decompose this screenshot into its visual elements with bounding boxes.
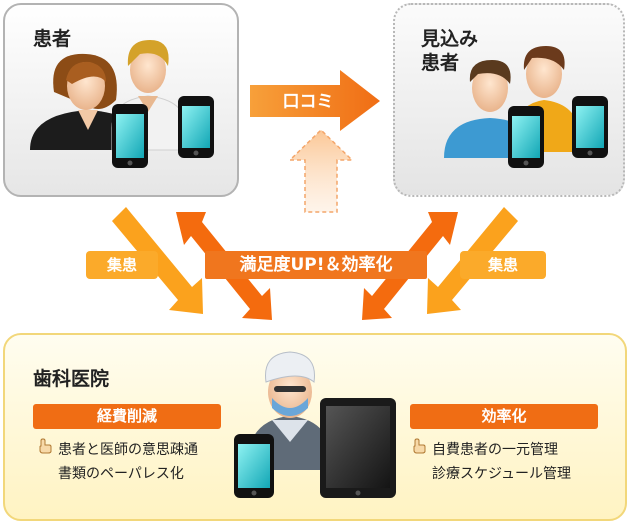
list-item: 書類のペーパレス化 <box>38 438 198 486</box>
attract-label-right: 集患 <box>460 251 546 279</box>
clinic-figures <box>234 351 396 498</box>
upward-dashed-arrow <box>288 128 354 213</box>
clinic-title: 歯科医院 <box>33 368 110 390</box>
tablet-icon <box>320 398 396 498</box>
prospect-figures <box>444 46 608 168</box>
list-item: 診療スケジュール管理 <box>412 438 572 486</box>
smartphone-icon <box>234 434 274 498</box>
prospects-title: 見込み 患者 <box>421 28 479 74</box>
cost-reduction-list: 患者と医師の意思疎通 書類のペーパレス化 <box>38 438 198 486</box>
list-item-text: 診療スケジュール管理 <box>432 466 572 482</box>
list-item: 自費患者の一元管理 <box>412 438 571 462</box>
cost-reduction-badge: 経費削減 <box>33 404 221 429</box>
smartphone-icon <box>508 106 544 168</box>
smartphone-icon <box>112 104 148 168</box>
hand-pointer-icon <box>412 438 426 482</box>
patients-title: 患者 <box>33 28 72 50</box>
satisfaction-label: 満足度UP!＆効率化 <box>205 251 427 279</box>
word-of-mouth-label: 口コミ <box>282 92 334 112</box>
patients-figures <box>30 40 214 168</box>
hand-pointer-icon <box>38 438 52 482</box>
dentist-icon <box>246 351 334 470</box>
list-item-text: 自費患者の一元管理 <box>432 442 558 458</box>
attract-label-left: 集患 <box>86 251 158 279</box>
smartphone-icon <box>572 96 608 158</box>
smartphone-icon <box>178 96 214 158</box>
list-item-text: 書類のペーパレス化 <box>58 466 184 482</box>
list-item-text: 患者と医師の意思疎通 <box>58 442 198 458</box>
efficiency-badge: 効率化 <box>410 404 598 429</box>
list-item: 患者と医師の意思疎通 <box>38 438 198 462</box>
efficiency-list: 自費患者の一元管理 診療スケジュール管理 <box>412 438 571 486</box>
word-of-mouth-arrow <box>250 70 380 131</box>
